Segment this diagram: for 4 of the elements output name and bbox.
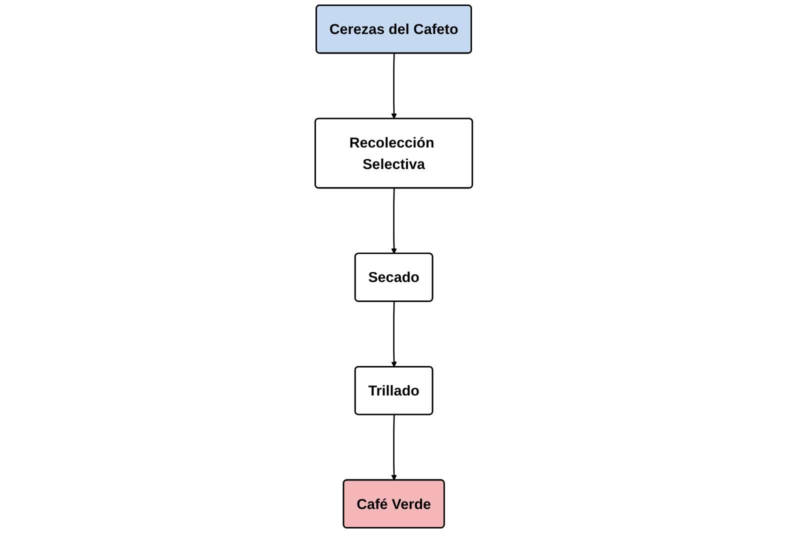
arrow <box>390 188 397 254</box>
arrow <box>390 302 397 368</box>
arrow <box>390 53 397 120</box>
arrow <box>390 414 397 481</box>
